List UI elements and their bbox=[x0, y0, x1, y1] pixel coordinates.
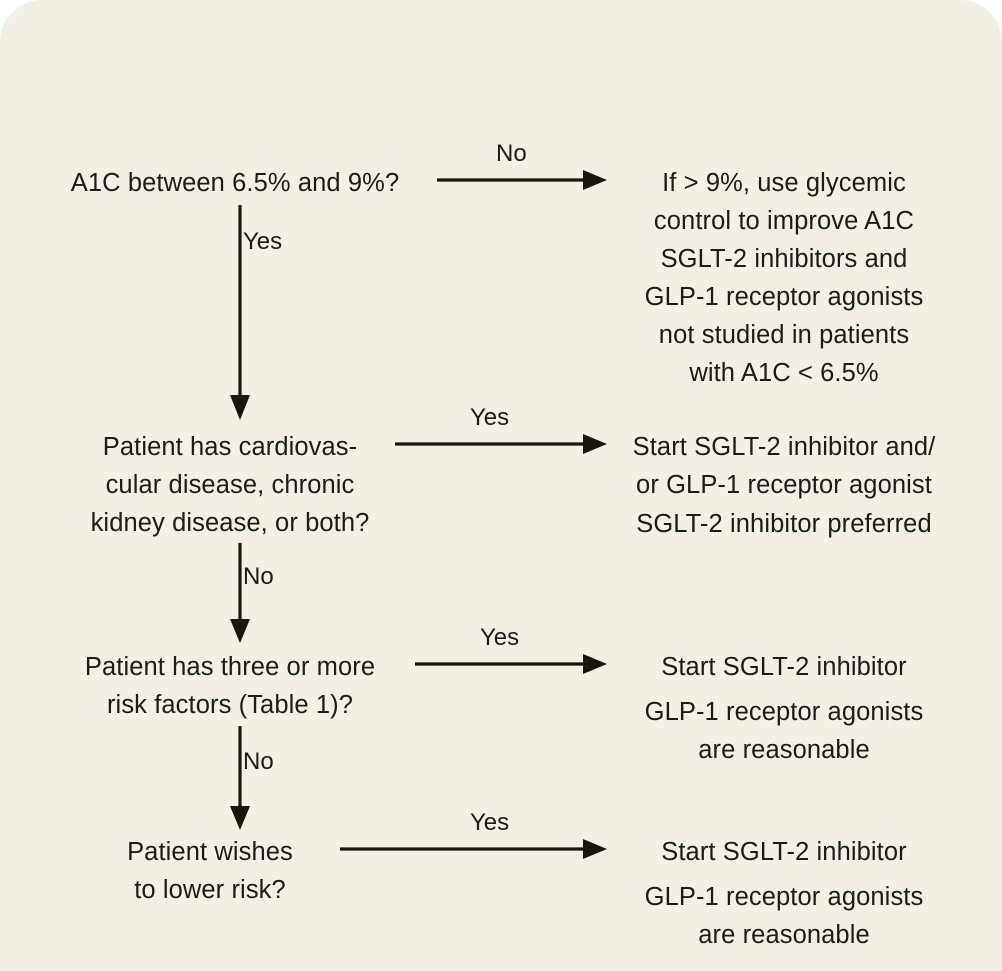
outcome-node-high-a1c-line2: SGLT-2 inhibitors and GLP-1 receptor ago… bbox=[644, 245, 924, 387]
arrow-q1-to-q2 bbox=[230, 205, 250, 420]
arrow-q3-to-o3 bbox=[415, 654, 607, 674]
arrow-q1-to-o1 bbox=[437, 170, 607, 190]
edge-label-yes-1: Yes bbox=[243, 228, 283, 255]
question-node-risk-factors: Patient has three or more risk factors (… bbox=[84, 653, 376, 719]
edge-label-no-3: No bbox=[243, 748, 274, 775]
arrow-q3-to-q4 bbox=[230, 726, 250, 830]
edge-label-yes-4: Yes bbox=[470, 809, 510, 836]
question-node-cvd-ckd: Patient has cardiovas- cular disease, ch… bbox=[90, 433, 370, 537]
arrow-q4-to-o4 bbox=[340, 839, 607, 859]
edge-label-no-1: No bbox=[496, 140, 527, 167]
arrow-q2-to-o2 bbox=[395, 434, 607, 454]
outcome-node-cvd-ckd-line2: SGLT-2 inhibitor preferred bbox=[636, 510, 932, 538]
outcome-node-risk-factors-line2: GLP-1 receptor agonists are reasonable bbox=[644, 698, 924, 764]
question-node-a1c-range: A1C between 6.5% and 9%? bbox=[70, 169, 400, 197]
outcome-node-high-a1c-line1: If > 9%, use glycemic control to improve… bbox=[653, 169, 915, 235]
arrow-q2-to-q3 bbox=[230, 543, 250, 643]
edge-label-no-2: No bbox=[243, 563, 274, 590]
question-node-patient-wishes: Patient wishes to lower risk? bbox=[127, 838, 293, 904]
outcome-node-cvd-ckd-line1: Start SGLT-2 inhibitor and/ or GLP-1 rec… bbox=[632, 433, 936, 499]
outcome-node-patient-wishes-line2: GLP-1 receptor agonists are reasonable bbox=[644, 883, 924, 949]
outcome-node-risk-factors-line1: Start SGLT-2 inhibitor bbox=[661, 653, 907, 681]
outcome-node-patient-wishes-line1: Start SGLT-2 inhibitor bbox=[661, 838, 907, 866]
edge-label-yes-3: Yes bbox=[480, 624, 520, 651]
edge-label-yes-2: Yes bbox=[470, 404, 510, 431]
